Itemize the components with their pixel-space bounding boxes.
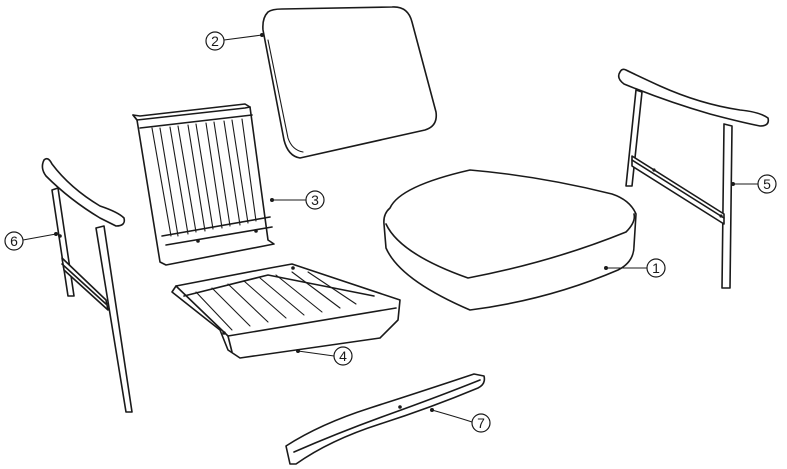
backrest-frame [133, 104, 274, 265]
callout-5-label: 5 [763, 176, 771, 192]
callout-6-label: 6 [10, 233, 18, 249]
callout-5: 5 [731, 175, 776, 193]
seat-cushion [384, 170, 636, 310]
callout-2: 2 [206, 32, 264, 50]
front-rail [286, 374, 484, 464]
left-side-frame [42, 159, 132, 412]
callout-1-label: 1 [652, 260, 660, 276]
callout-7-label: 7 [477, 415, 485, 431]
callout-3-label: 3 [311, 192, 319, 208]
seat-frame [172, 264, 400, 358]
callout-7: 7 [430, 408, 490, 432]
right-side-frame [619, 69, 769, 288]
callout-4: 4 [296, 347, 352, 365]
callout-2-label: 2 [211, 33, 219, 49]
callout-3: 3 [270, 191, 324, 209]
back-cushion [263, 7, 436, 158]
callout-4-label: 4 [339, 348, 347, 364]
callout-6: 6 [5, 232, 58, 250]
